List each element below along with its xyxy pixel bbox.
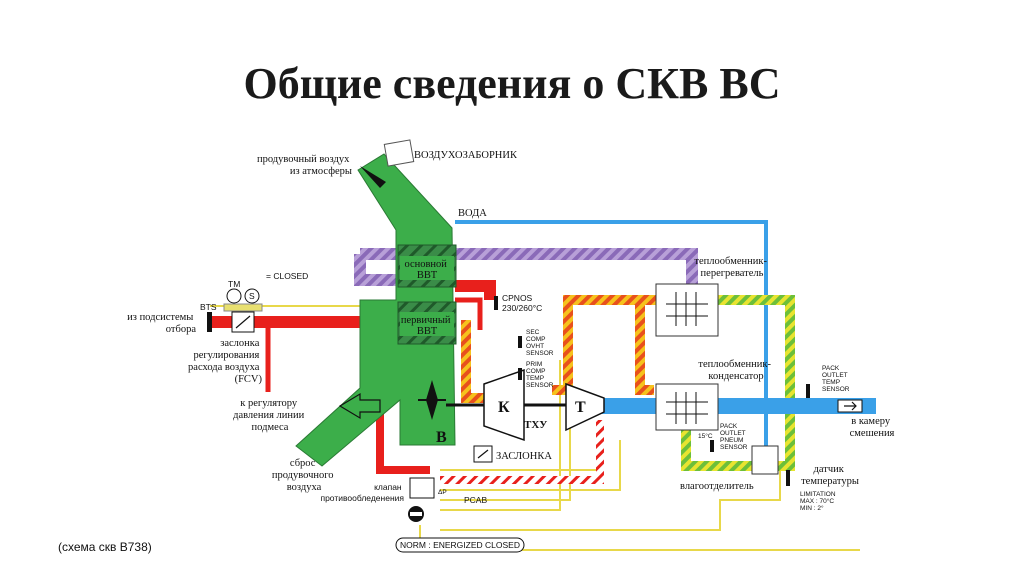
water-separator [751, 445, 779, 475]
tm-indicator [226, 288, 242, 304]
regulator-label: к регулятору давления линии подмеса [233, 398, 307, 433]
cold-air-duct [600, 398, 876, 414]
norm-box [395, 537, 525, 553]
purge-air-label: продувочный воздух из атмосферы [257, 154, 352, 177]
turbine [565, 382, 605, 432]
reheater [655, 283, 719, 337]
exhaust-arrow [338, 392, 381, 420]
intake-box [383, 139, 415, 167]
anti-ice-label: клапан противообледенения [320, 482, 404, 503]
temp-sensor-label: датчик температуры [801, 464, 859, 487]
main-hx-label: основной ВВТ [404, 259, 449, 281]
dp-label: ΔP [438, 489, 447, 496]
reheater-label: теплообменник- перегреватель [694, 256, 769, 279]
pack-outlet-pneum-label: PACK OUTLET PNEUM SENSOR [720, 423, 748, 451]
slide-title: Общие сведения о СКВ ВС [243, 59, 781, 108]
acm-label: ТХУ [524, 419, 547, 431]
water-loop-duct [360, 248, 698, 290]
condenser-loop-duct [681, 295, 795, 471]
water-line [455, 220, 768, 470]
prim-sensor-label: PRIM COMP TEMP SENSOR [526, 361, 554, 389]
sec-sensor-label: SEC COMP OVHT SENSOR [526, 329, 554, 357]
pack-outlet-temp-label: PACK OUTLET TEMP SENSOR [822, 365, 850, 393]
ram-air-channel [295, 153, 456, 467]
pcab-label: PCAB [464, 495, 487, 505]
deg15-label: 15°C [698, 432, 713, 440]
turbine-bypass-duct [440, 420, 604, 484]
water-sep-label: влагоотделитель [680, 481, 754, 492]
turbine-label: Т [575, 399, 586, 416]
limitation-label: LIMITATION MAX : 70°C MIN : 2° [800, 491, 837, 512]
purge-inlet-arrow [360, 166, 386, 188]
cpnos-label: CPNOS 230/260°C [502, 293, 542, 313]
intake-label: ВОЗДУХОЗАБОРНИК [414, 150, 518, 161]
bts-label: BTS [200, 302, 217, 312]
mix-chamber-label: в камеру смешения [850, 416, 895, 439]
from-bleed-label: из подсистемы отбора [127, 312, 196, 335]
hx-label-bg-prim [400, 312, 454, 336]
tm-label: TM [228, 279, 240, 289]
norm-label: NORM : ENERGIZED CLOSED [400, 540, 520, 550]
sensor-markers [494, 296, 810, 486]
anti-ice-valve [409, 477, 435, 499]
condenser [655, 383, 719, 431]
bleed-stop [207, 312, 212, 332]
s-indicator [244, 288, 260, 304]
closed-label: = CLOSED [266, 271, 308, 281]
hx-label-bg-main [400, 256, 454, 280]
compressor [483, 368, 525, 442]
bts-sensor [223, 303, 263, 312]
exhaust-label: сброс продувочного воздуха [272, 458, 336, 493]
compressor-inlet-duct [461, 320, 484, 403]
compressor-label: К [498, 399, 510, 416]
condenser-label: теплообменник- конденсатор [698, 359, 773, 382]
s-label: S [249, 291, 255, 301]
fan-label: В [436, 429, 447, 446]
primary-hx-label: первичный ВВТ [401, 315, 453, 337]
fcv-label: заслонка регулирования расхода воздуха (… [188, 338, 262, 385]
diagram-caption: (схема скв B738) [58, 540, 152, 554]
valve-label: ЗАСЛОНКА [496, 451, 552, 462]
water-label: ВОДА [458, 208, 487, 219]
